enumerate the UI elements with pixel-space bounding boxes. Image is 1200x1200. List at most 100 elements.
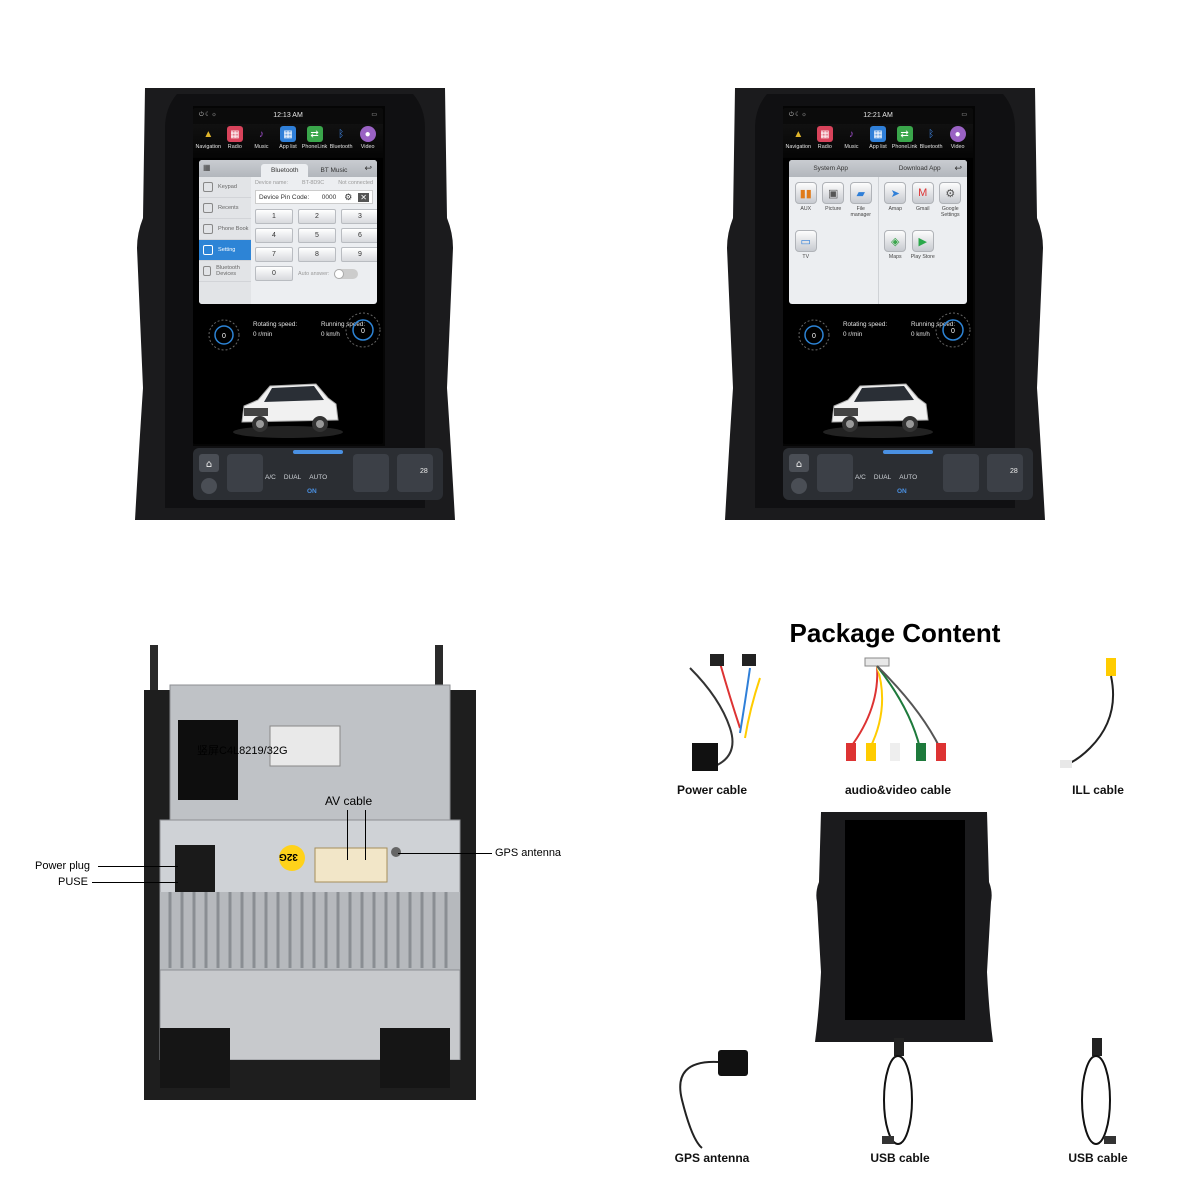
- rotating-speed: Rotating speed: 0 r/min: [253, 321, 298, 338]
- app-radio[interactable]: ▦Radio: [812, 126, 838, 158]
- key-0[interactable]: 0: [255, 266, 293, 281]
- app-amap[interactable]: ➤Amap: [882, 182, 910, 230]
- app-bar: ▲Navigation ▦Radio ♪Music ▦App list ⇄Pho…: [783, 124, 973, 158]
- right-temp-knob[interactable]: [353, 454, 389, 492]
- app-tv[interactable]: ▭TV: [792, 230, 820, 278]
- play-store-icon: ▶: [911, 230, 934, 252]
- fuse-callout: PUSE: [58, 876, 88, 888]
- auto-label: AUTO: [899, 474, 918, 481]
- key-8[interactable]: 8: [298, 247, 336, 262]
- recents-icon: [203, 203, 213, 213]
- system-app-tab[interactable]: System App: [813, 165, 849, 172]
- bluetooth-window: ▦ Bluetooth BT Music ↩ Keypad Recents Ph…: [199, 160, 377, 304]
- navigation-icon: ▲: [793, 128, 804, 140]
- key-7[interactable]: 7: [255, 247, 293, 262]
- sidebar-item-bluetooth-devices[interactable]: Bluetooth Devices: [199, 261, 251, 282]
- radio-icon: ▦: [226, 126, 243, 142]
- auto-answer-toggle[interactable]: [334, 268, 359, 279]
- tab-bt-music[interactable]: BT Music: [320, 167, 348, 174]
- app-music[interactable]: ♪Music: [838, 126, 864, 158]
- bluetooth-tab-bar: ▦ Bluetooth BT Music ↩: [199, 160, 377, 177]
- back-icon[interactable]: ↩: [364, 163, 372, 173]
- delete-icon[interactable]: ✕: [358, 192, 369, 202]
- app-radio[interactable]: ▦Radio: [222, 126, 248, 158]
- tab-bluetooth[interactable]: Bluetooth: [261, 164, 309, 177]
- devices-icon: [203, 266, 212, 276]
- app-google-settings[interactable]: ⚙Google Settings: [937, 182, 965, 230]
- aux-icon: ▮▮: [794, 182, 817, 204]
- app-play-store[interactable]: ▶Play Store: [909, 230, 937, 278]
- dual-label: DUAL: [283, 474, 302, 481]
- music-icon: ♪: [258, 128, 264, 140]
- sidebar-item-keypad[interactable]: Keypad: [199, 177, 251, 198]
- status-bar: ⏻ ☾ ☼ 12:21 AM ▭: [783, 108, 973, 124]
- key-3[interactable]: 3: [341, 209, 377, 224]
- app-picture[interactable]: ▣Picture: [820, 182, 848, 230]
- download-app-tab[interactable]: Download App: [898, 165, 941, 172]
- av-cable-label: audio&video cable: [844, 783, 952, 797]
- app-video[interactable]: ●Video: [945, 126, 971, 158]
- picture-icon: ▣: [822, 182, 845, 204]
- window-icon: ▭: [371, 112, 377, 118]
- key-2[interactable]: 2: [298, 209, 336, 224]
- av-cable-pointer: [365, 810, 366, 860]
- climate-on-label: ON: [307, 488, 317, 495]
- app-music[interactable]: ♪Music: [248, 126, 274, 158]
- ac-label: A/C: [265, 474, 276, 481]
- home-button[interactable]: [199, 454, 219, 472]
- key-4[interactable]: 4: [255, 228, 293, 243]
- climate-panel: ⌂: [193, 448, 443, 500]
- suv-image: [233, 383, 343, 438]
- app-phonelink[interactable]: ⇄PhoneLink: [302, 126, 328, 158]
- app-maps[interactable]: ◈Maps: [882, 230, 910, 278]
- app-navigation[interactable]: ▲Navigation: [195, 126, 221, 158]
- home-button[interactable]: [789, 454, 809, 472]
- volume-value: 28: [420, 468, 428, 475]
- gear-icon[interactable]: ⚙: [344, 191, 353, 202]
- left-temp-knob[interactable]: [817, 454, 853, 492]
- sidebar-item-setting[interactable]: Setting: [199, 240, 251, 261]
- app-video[interactable]: ●Video: [355, 126, 381, 158]
- back-button[interactable]: [791, 478, 807, 494]
- app-app-list[interactable]: ▦App list: [275, 126, 301, 158]
- volume-knob[interactable]: [987, 454, 1023, 492]
- system-apps: ▮▮AUX ▣Picture ▰File manager ▭TV: [789, 177, 879, 304]
- app-navigation[interactable]: ▲Navigation: [785, 126, 811, 158]
- back-button[interactable]: [201, 478, 217, 494]
- keypad: 1 2 3 🔗︎ 4 5 6 ✂ 7 8 9 ⌕ 0 A: [255, 209, 377, 281]
- gps-antenna-image: [679, 1050, 748, 1149]
- keypad-icon: [203, 182, 213, 192]
- volume-knob[interactable]: [397, 454, 433, 492]
- app-app-list[interactable]: ▦App list: [865, 126, 891, 158]
- app-aux[interactable]: ▮▮AUX: [792, 182, 820, 230]
- maps-icon: ◈: [884, 230, 907, 252]
- status-clock: 12:13 AM: [273, 112, 303, 119]
- app-list-icon: ▦: [869, 126, 886, 142]
- right-temp-knob[interactable]: [943, 454, 979, 492]
- sidebar-item-recents[interactable]: Recents: [199, 198, 251, 219]
- app-bar: ▲Navigation ▦Radio ♪Music ▦App list ⇄Pho…: [193, 124, 383, 158]
- navigation-icon: ▲: [203, 128, 214, 140]
- sidebar-item-phone-book[interactable]: Phone Book: [199, 219, 251, 240]
- bluetooth-settings: Device name: BT-8D9C Not connected Devic…: [255, 180, 377, 300]
- back-icon[interactable]: ↩: [954, 163, 962, 173]
- app-file-manager[interactable]: ▰File manager: [847, 182, 875, 230]
- key-1[interactable]: 1: [255, 209, 293, 224]
- climate-labels: A/C DUAL AUTO: [855, 474, 917, 481]
- auto-label: AUTO: [309, 474, 328, 481]
- status-icons: ⏻ ☾ ☼: [789, 112, 807, 118]
- window-icon: ▭: [961, 112, 967, 118]
- key-6[interactable]: 6: [341, 228, 377, 243]
- gear-icon: [203, 245, 213, 255]
- home-icon: ⌂: [206, 459, 212, 470]
- app-phonelink[interactable]: ⇄PhoneLink: [892, 126, 918, 158]
- suv-image: [823, 383, 933, 438]
- left-temp-knob[interactable]: [227, 454, 263, 492]
- key-9[interactable]: 9: [341, 247, 377, 262]
- key-5[interactable]: 5: [298, 228, 336, 243]
- unit-back-view: [144, 645, 476, 1100]
